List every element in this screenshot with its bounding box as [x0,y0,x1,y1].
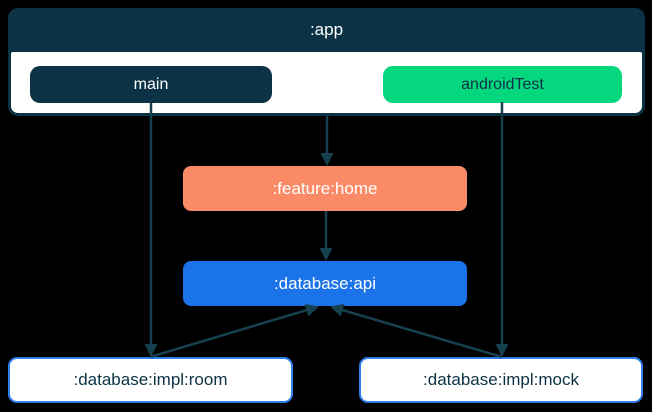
node-database-impl-mock: :database:impl:mock [359,357,643,403]
app-sourcesets-panel: main androidTest [11,52,642,113]
node-database-impl-room: :database:impl:room [8,357,293,403]
node-sourceset-main: main [30,66,272,103]
node-app-label: :app [309,20,344,39]
edge-database-impl-room-to-database-api [149,303,319,359]
node-feature-home: :feature:home [183,166,467,211]
node-app-container: :app main androidTest [8,8,645,116]
node-sourceset-androidtest: androidTest [383,66,622,103]
edge-database-impl-mock-to-database-api [330,303,503,359]
node-database-api: :database:api [183,261,467,306]
